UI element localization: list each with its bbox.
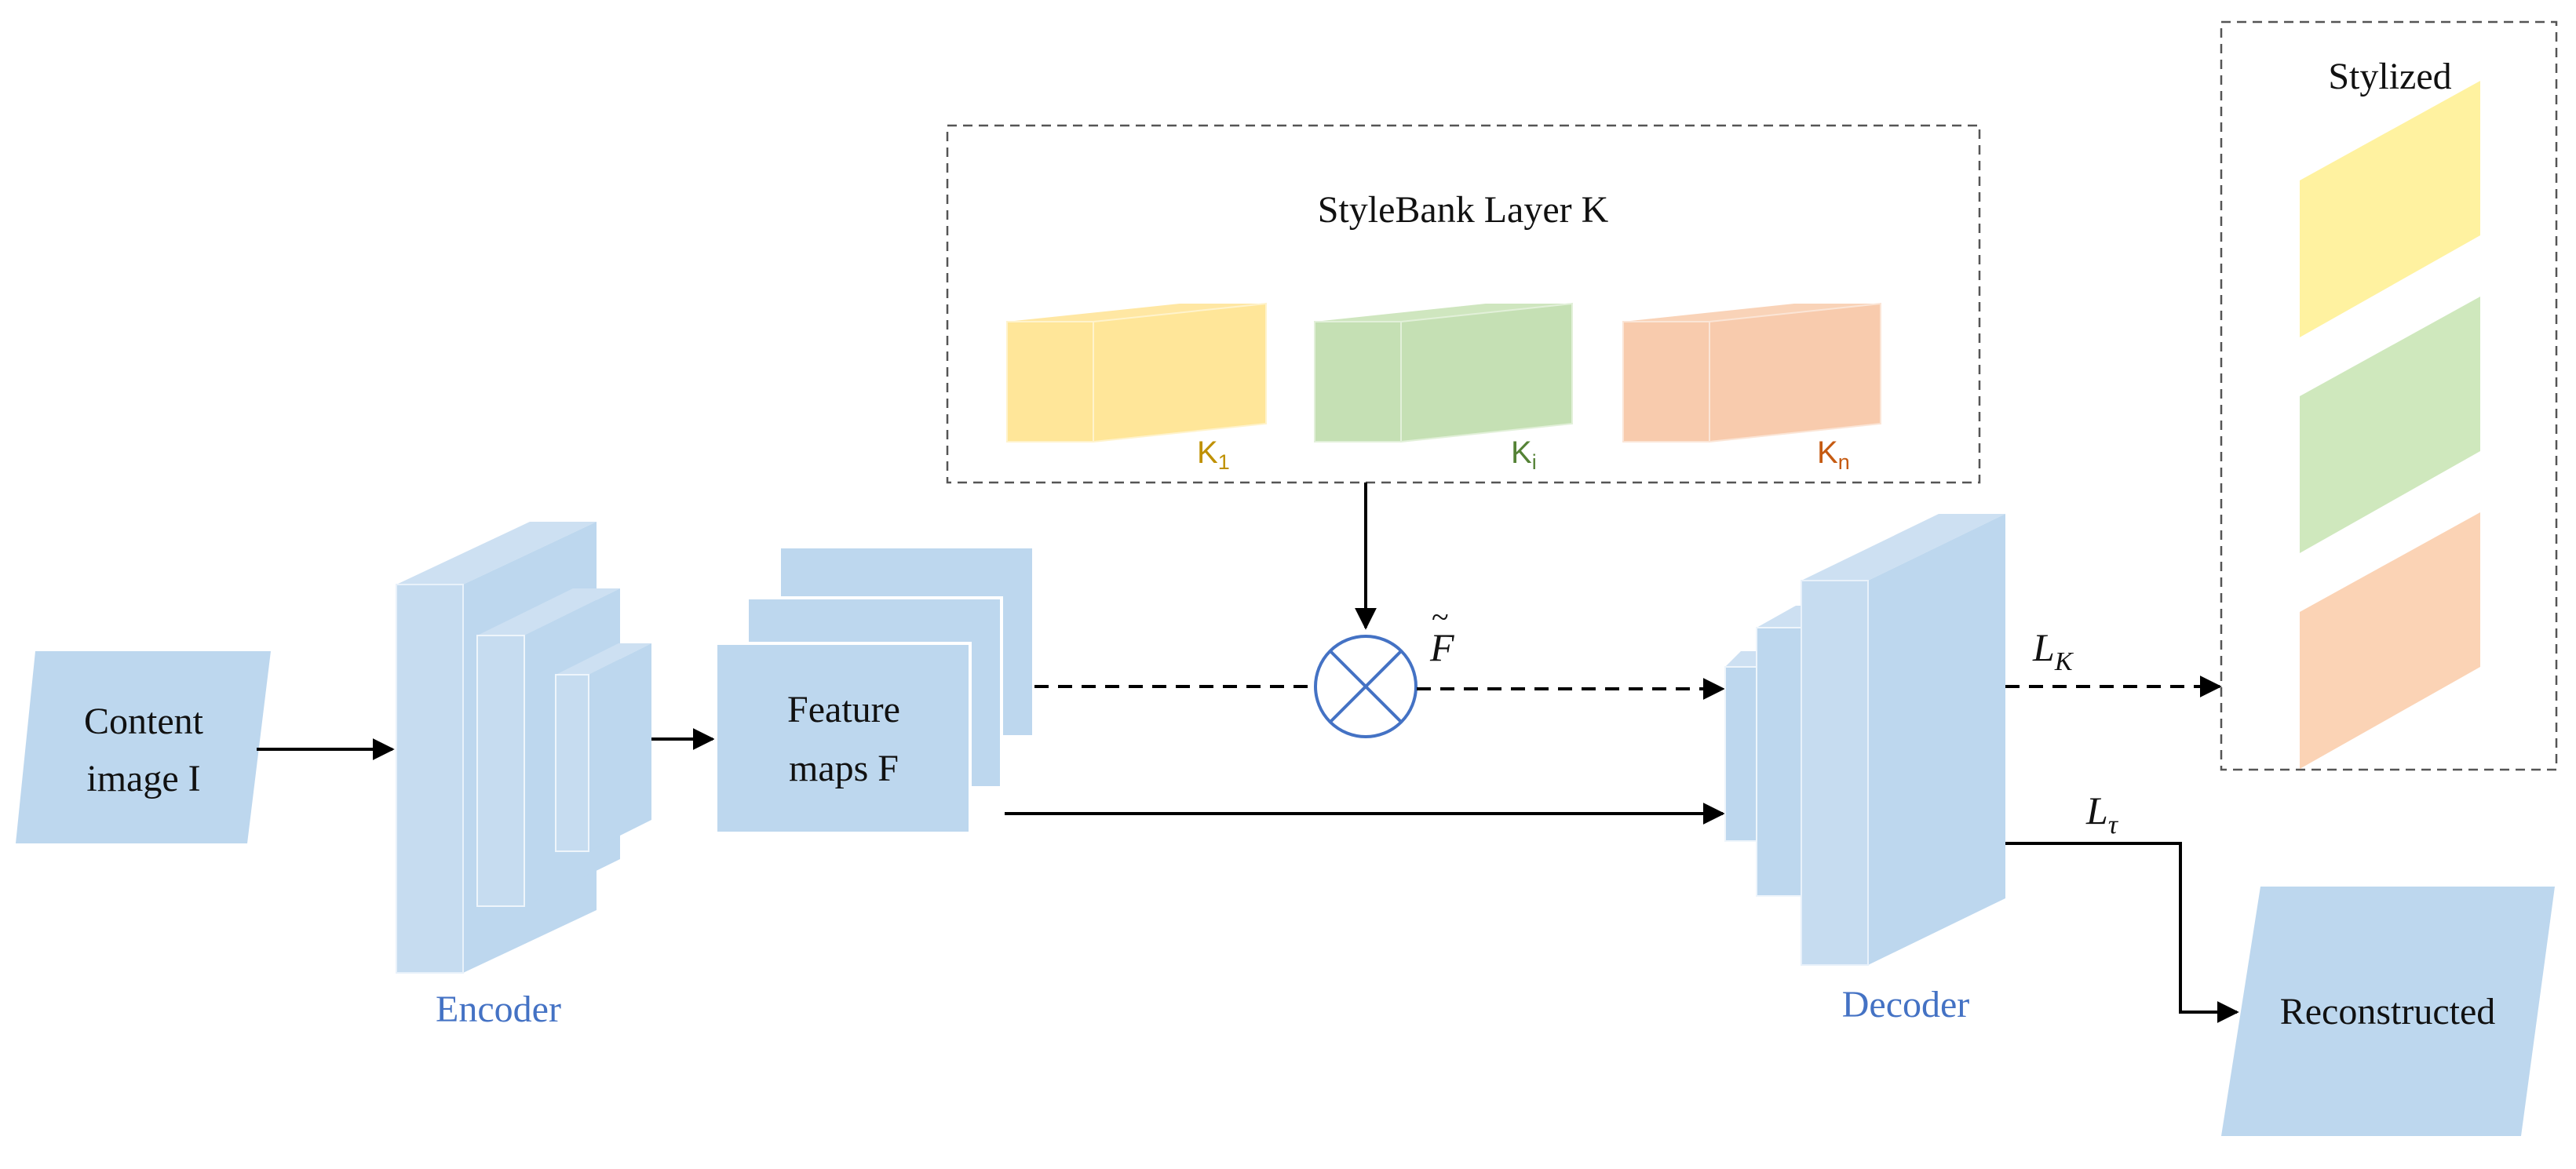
loss-ltau-label: Lτ — [2085, 788, 2119, 839]
f-tilde-label: F — [1429, 625, 1454, 669]
content-image-shape — [16, 651, 271, 843]
stylized-title: Stylized — [2328, 56, 2451, 97]
stylized-frame — [2220, 20, 2558, 771]
kernel-k1-label: K1 — [1197, 435, 1230, 474]
stylized-outputs: Stylized — [2220, 20, 2558, 771]
reconstructed-label: Reconstructed — [2280, 991, 2496, 1032]
kernel-k1: K1 — [1006, 302, 1267, 474]
kernel-ki: Ki — [1314, 302, 1573, 474]
arrow-decoder-to-reconstructed — [2005, 842, 2239, 1023]
content-image-label-line1: Content — [84, 701, 204, 742]
reconstructed-node: Reconstructed — [2221, 887, 2555, 1136]
f-tilde-accent: ~ — [1432, 599, 1449, 635]
loss-lk-label: LK — [2032, 625, 2074, 676]
content-image-node: Content image I — [16, 651, 271, 843]
stylebank-frame — [946, 124, 1981, 484]
content-image-label-line2: image I — [86, 758, 200, 799]
stylized-output-orange — [2300, 512, 2480, 769]
stylebank-layer: StyleBank Layer K K1 Ki Kn — [946, 124, 1981, 484]
feature-maps-front-sheet — [714, 642, 972, 835]
kernel-kn-label: Kn — [1817, 435, 1850, 474]
feature-maps-label-line1: Feature — [787, 689, 900, 730]
feature-maps-label-line2: maps F — [789, 748, 899, 789]
stylized-output-yellow — [2300, 81, 2480, 337]
stylebank-title: StyleBank Layer K — [1318, 189, 1609, 231]
reconstructed-shape — [2221, 887, 2555, 1136]
feature-maps-node: Feature maps F — [714, 545, 1035, 835]
encoder-label: Encoder — [436, 989, 561, 1030]
kernel-kn: Kn — [1622, 302, 1881, 474]
convolution-operator-icon — [1314, 635, 1418, 738]
encoder-block: Encoder — [396, 522, 651, 1030]
kernel-ki-label: Ki — [1511, 435, 1537, 474]
stylized-output-green — [2300, 297, 2480, 553]
decoder-block: Decoder — [1724, 514, 2005, 1025]
decoder-label: Decoder — [1842, 984, 1970, 1025]
